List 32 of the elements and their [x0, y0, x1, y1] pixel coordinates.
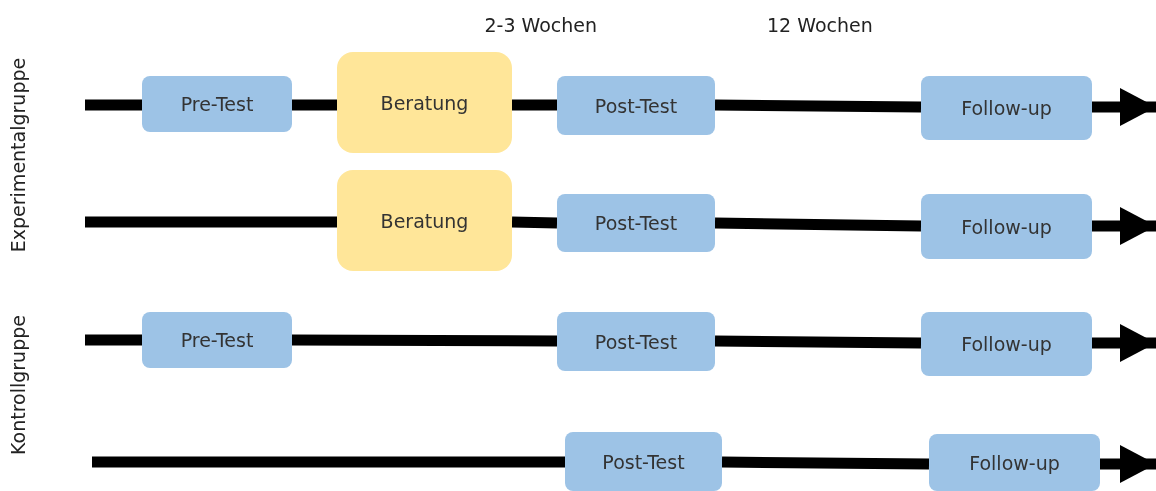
- group-label: Experimentalgruppe: [7, 57, 30, 253]
- timeline-segment: [292, 334, 557, 347]
- intervention-box: Beratung: [337, 170, 512, 271]
- timeline-arrow: [1092, 207, 1156, 245]
- timeline-segment: [85, 99, 142, 111]
- group-label: Kontrollgruppe: [6, 315, 29, 455]
- test-box: Post-Test: [557, 76, 715, 135]
- timeline-segment: [714, 335, 922, 349]
- timeline-segment: [721, 456, 930, 470]
- duration-label: 2-3 Wochen: [484, 14, 598, 36]
- timeline-arrow: [1100, 445, 1156, 483]
- duration-label: 12 Wochen: [767, 14, 873, 36]
- timeline-segment: [85, 334, 142, 346]
- timeline-segment: [292, 99, 337, 111]
- timeline-segment: [511, 216, 558, 229]
- test-box: Post-Test: [565, 432, 722, 491]
- timeline-arrow: [1092, 324, 1156, 362]
- test-box: Follow-up: [921, 76, 1092, 140]
- test-box: Follow-up: [921, 194, 1092, 259]
- timeline-arrow: [1092, 88, 1156, 126]
- timeline-segment: [714, 99, 922, 113]
- test-box: Post-Test: [557, 312, 715, 371]
- test-box: Follow-up: [921, 312, 1092, 376]
- timeline-segment: [714, 217, 922, 232]
- timeline-segment: [85, 216, 337, 228]
- test-box: Pre-Test: [142, 312, 292, 368]
- timeline-segment: [92, 456, 565, 468]
- intervention-box: Beratung: [337, 52, 512, 153]
- test-box: Pre-Test: [142, 76, 292, 132]
- timeline-segment: [512, 99, 557, 111]
- test-box: Follow-up: [929, 434, 1100, 491]
- test-box: Post-Test: [557, 194, 715, 252]
